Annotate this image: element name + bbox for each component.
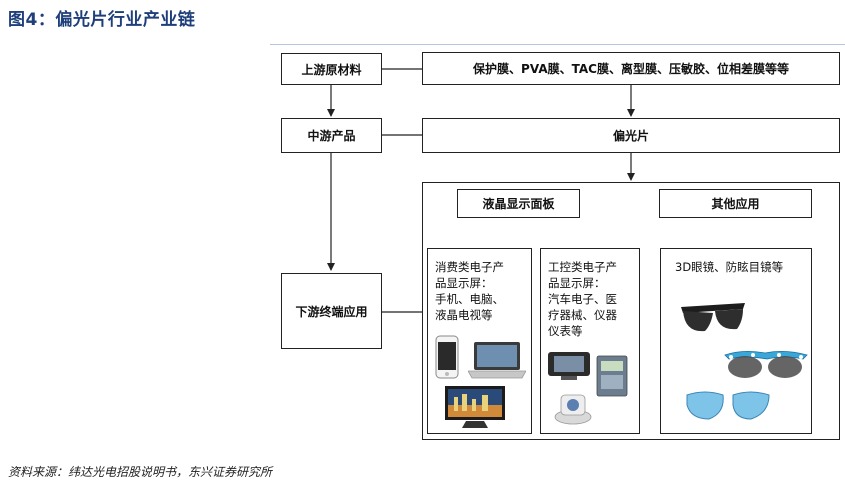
medical-device-icon [554,394,592,425]
anti-glare-glasses-icon [724,351,808,378]
consumer-line-4: 液晶电视等 [435,308,493,322]
figure-title: 图4：偏光片行业产业链 [8,10,196,30]
lcd-tv-icon [445,386,505,428]
laptop-icon [468,342,526,379]
consumer-panel: 消费类电子产 品显示屏： 手机、电脑、 液晶电视等 [427,248,532,434]
industrial-line-1: 工控类电子产 [548,260,617,274]
industrial-line-5: 仪表等 [548,324,583,338]
materials-box: 保护膜、PVA膜、TAC膜、离型膜、压敏胶、位相差膜等等 [422,52,840,85]
meter-icon [596,355,628,397]
industrial-panel: 工控类电子产 品显示屏： 汽车电子、医 疗器械、仪器 仪表等 [540,248,640,434]
product-box: 偏光片 [422,118,840,153]
downstream-box: 下游终端应用 [281,273,382,349]
midstream-box: 中游产品 [281,118,382,153]
lenses-icon [686,391,770,420]
smartphone-icon [435,335,459,379]
consumer-line-1: 消费类电子产 [435,260,504,274]
other-apps-box: 其他应用 [659,189,812,218]
lcd-panel-box: 液晶显示面板 [457,189,580,218]
industrial-line-4: 疗器械、仪器 [548,308,617,322]
consumer-line-3: 手机、电脑、 [435,292,504,306]
other-apps-text: 3D眼镜、防眩目镜等 [675,260,784,274]
industrial-line-3: 汽车电子、医 [548,292,617,306]
industrial-line-2: 品显示屏： [548,276,606,290]
upstream-box: 上游原材料 [281,53,382,85]
car-display-icon [548,352,590,380]
title-rule [270,44,845,45]
source-note: 资料来源：纬达光电招股说明书，东兴证券研究所 [8,465,273,479]
other-panel: 3D眼镜、防眩目镜等 [660,248,812,434]
consumer-line-2: 品显示屏： [435,276,493,290]
3d-glasses-icon [681,303,745,332]
